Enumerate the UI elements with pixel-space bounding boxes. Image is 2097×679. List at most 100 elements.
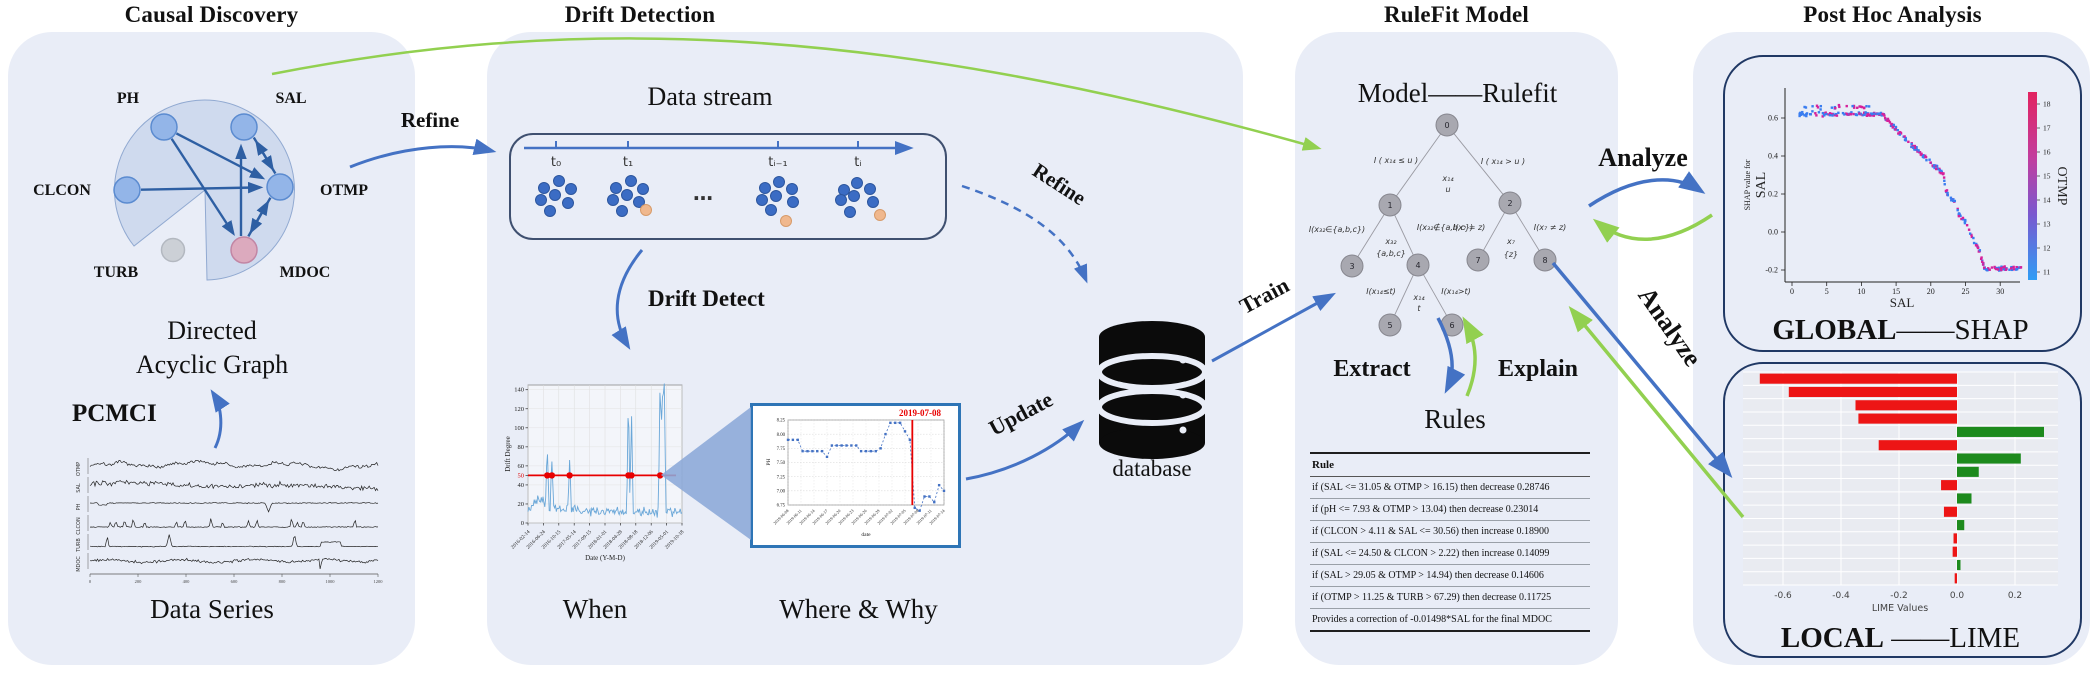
svg-text:0: 0 — [89, 579, 92, 584]
svg-text:I(x₁₄≤t): I(x₁₄≤t) — [1366, 287, 1396, 296]
explain-arrow — [1462, 316, 1484, 397]
svg-text:7.25: 7.25 — [777, 475, 786, 480]
svg-text:tᵢ: tᵢ — [854, 155, 861, 170]
svg-text:25: 25 — [1962, 287, 1970, 296]
svg-text:3: 3 — [1349, 262, 1354, 271]
svg-text:SAL: SAL — [1890, 295, 1915, 310]
svg-text:{a,b,c}: {a,b,c} — [1376, 249, 1406, 258]
svg-text:16: 16 — [2043, 148, 2051, 157]
svg-text:40: 40 — [518, 482, 525, 489]
svg-text:17: 17 — [2043, 124, 2051, 133]
analyze-top-label: Analyze — [1598, 143, 1688, 172]
svg-text:OTMP: OTMP — [76, 462, 82, 476]
svg-text:TURB: TURB — [94, 264, 139, 281]
svg-text:MDOC: MDOC — [76, 556, 82, 572]
svg-text:200: 200 — [135, 579, 143, 584]
extract-label: Extract — [1333, 356, 1411, 382]
svg-text:80: 80 — [518, 444, 525, 451]
pcmci-label: PCMCI — [72, 400, 157, 427]
svg-text:OTMP: OTMP — [2054, 167, 2069, 206]
rule-row: if (SAL <= 24.50 & CLCON > 2.22) then in… — [1310, 542, 1590, 565]
global-shap-label: GLOBAL——SHAP — [1723, 314, 2078, 347]
data-stream-box — [509, 133, 947, 240]
svg-text:7.75: 7.75 — [777, 447, 786, 452]
svg-text:8: 8 — [1542, 256, 1547, 265]
refine-label: Refine — [400, 108, 460, 132]
train-arrow — [1211, 292, 1336, 363]
svg-text:100: 100 — [514, 425, 524, 432]
svg-text:5: 5 — [1825, 287, 1829, 296]
svg-text:{z}: {z} — [1504, 250, 1518, 259]
svg-text:6: 6 — [1449, 321, 1454, 330]
svg-text:I ( x₁₄ > u ): I ( x₁₄ > u ) — [1481, 157, 1525, 166]
svg-text:800: 800 — [279, 579, 287, 584]
svg-text:tᵢ₋₁: tᵢ₋₁ — [768, 155, 788, 170]
rules-table: Rule if (SAL <= 31.05 & OTMP > 16.15) th… — [1310, 452, 1590, 632]
svg-text:140: 140 — [514, 387, 524, 394]
svg-text:t₁: t₁ — [623, 155, 633, 170]
svg-text:SHAP value for: SHAP value for — [1743, 159, 1752, 210]
svg-text:I ( x₁₄ ≤ u ): I ( x₁₄ ≤ u ) — [1374, 156, 1418, 165]
svg-text:t₀: t₀ — [551, 155, 561, 170]
svg-text:20: 20 — [518, 501, 525, 508]
svg-text:13: 13 — [2043, 220, 2051, 229]
svg-text:1200: 1200 — [374, 579, 384, 584]
dag-caption-line2: Acyclic Graph — [135, 350, 289, 379]
svg-text:0: 0 — [1790, 287, 1794, 296]
model-rulefit-heading: Model——Rulefit — [1357, 78, 1558, 108]
rule-text: if (OTMP > 11.25 & TURB > 67.29) then de… — [1310, 586, 1590, 609]
svg-text:7.00: 7.00 — [777, 490, 786, 495]
svg-text:4: 4 — [1415, 261, 1420, 270]
svg-text:I(x₇ = z): I(x₇ = z) — [1453, 223, 1486, 232]
svg-text:600: 600 — [231, 579, 239, 584]
svg-text:-0.4: -0.4 — [1832, 591, 1850, 601]
svg-text:0.0: 0.0 — [1950, 591, 1965, 601]
svg-text:I(x₃₂∉{a,b,c}): I(x₃₂∉{a,b,c}) — [1417, 223, 1473, 232]
svg-text:15: 15 — [2043, 172, 2051, 181]
refine-dashed-arrow — [961, 184, 1088, 284]
svg-text:PH: PH — [76, 503, 82, 510]
svg-text:8.25: 8.25 — [777, 419, 786, 424]
svg-text:I(x₃₂∈{a,b,c}): I(x₃₂∈{a,b,c}) — [1309, 225, 1365, 234]
rule-text: if (pH <= 7.93 & OTMP > 13.04) then decr… — [1310, 498, 1590, 521]
svg-text:TURB: TURB — [76, 538, 82, 553]
rule-row: if (SAL <= 31.05 & OTMP > 16.15) then de… — [1310, 476, 1590, 499]
global-word: GLOBAL — [1772, 314, 1897, 346]
data-series-caption: Data Series — [150, 594, 274, 624]
rule-row: if (OTMP > 11.25 & TURB > 67.29) then de… — [1310, 586, 1590, 609]
svg-text:18: 18 — [2043, 100, 2051, 109]
title-causal-discovery: Causal Discovery — [124, 2, 299, 27]
global-shap-box — [1723, 55, 2082, 352]
rules-header-row: Rule — [1310, 452, 1590, 477]
data-stream-caption: Data stream — [647, 82, 773, 111]
svg-text:60: 60 — [518, 463, 525, 470]
svg-text:I(x₇ ≠ z): I(x₇ ≠ z) — [1534, 223, 1567, 232]
analyze2-blue-arrow — [1551, 261, 1733, 479]
svg-text:12: 12 — [2043, 244, 2051, 253]
analyze2-green-arrow — [1568, 305, 1745, 519]
update-arrow — [965, 419, 1085, 481]
rule-text: if (SAL <= 24.50 & CLCON > 2.22) then in… — [1310, 542, 1590, 565]
rule-row: Provides a correction of -0.01498*SAL fo… — [1310, 608, 1590, 632]
svg-text:1: 1 — [1387, 201, 1392, 210]
svg-text:14: 14 — [2043, 196, 2051, 205]
database-label: database — [1112, 456, 1192, 481]
svg-text:5: 5 — [1387, 321, 1392, 330]
svg-text:x₇: x₇ — [1506, 237, 1516, 246]
svg-text:PH: PH — [117, 90, 140, 107]
svg-text:10: 10 — [1857, 287, 1865, 296]
svg-text:t: t — [1417, 304, 1421, 313]
pcmci-arrow — [210, 389, 230, 449]
rules-caption: Rules — [1424, 404, 1486, 434]
svg-text:SAL: SAL — [76, 483, 82, 493]
svg-text:u: u — [1445, 185, 1450, 194]
svg-text:6.75: 6.75 — [777, 504, 786, 509]
svg-text:I(x₁₄>t): I(x₁₄>t) — [1441, 287, 1471, 296]
svg-text:30: 30 — [1996, 287, 2004, 296]
svg-text:0.6: 0.6 — [1768, 114, 1778, 123]
rule-text: Provides a correction of -0.01498*SAL fo… — [1310, 608, 1590, 632]
local-lime-label: LOCAL ——LIME — [1723, 622, 2078, 655]
svg-text:7.50: 7.50 — [777, 461, 786, 466]
